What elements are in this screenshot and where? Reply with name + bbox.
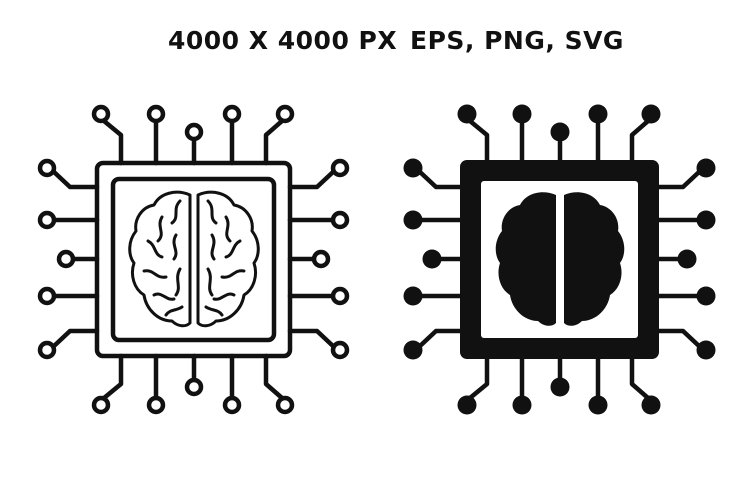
- brain-filled-icon: [495, 192, 625, 326]
- brain-outline-icon: [128, 190, 260, 328]
- ai-brain-chip-outline-icon: [30, 95, 360, 425]
- formats-label: EPS, PNG, SVG: [410, 26, 624, 55]
- ai-brain-chip-filled-icon: [396, 95, 726, 425]
- size-label: 4000 X 4000 PX: [168, 26, 398, 55]
